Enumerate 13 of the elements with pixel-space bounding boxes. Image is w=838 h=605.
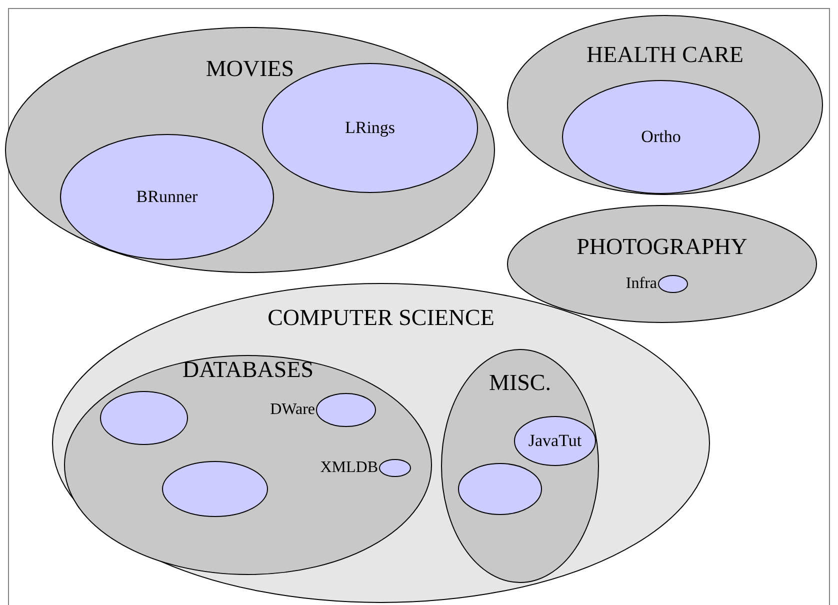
- node-label: JavaTut: [528, 431, 582, 451]
- node-label: Ortho: [641, 127, 681, 147]
- group-heading: MISC.: [489, 370, 551, 396]
- group-heading: MOVIES: [206, 56, 294, 82]
- node-label: XMLDB: [320, 459, 378, 477]
- node-label: Infra: [626, 275, 657, 293]
- node-label: DWare: [270, 401, 315, 419]
- group-heading: PHOTOGRAPHY: [576, 234, 748, 260]
- group-heading: HEALTH CARE: [586, 42, 744, 68]
- group-heading: COMPUTER SCIENCE: [268, 305, 494, 331]
- group-heading: DATABASES: [182, 357, 314, 383]
- node-label: LRings: [344, 118, 396, 138]
- node-label: BRunner: [136, 187, 198, 207]
